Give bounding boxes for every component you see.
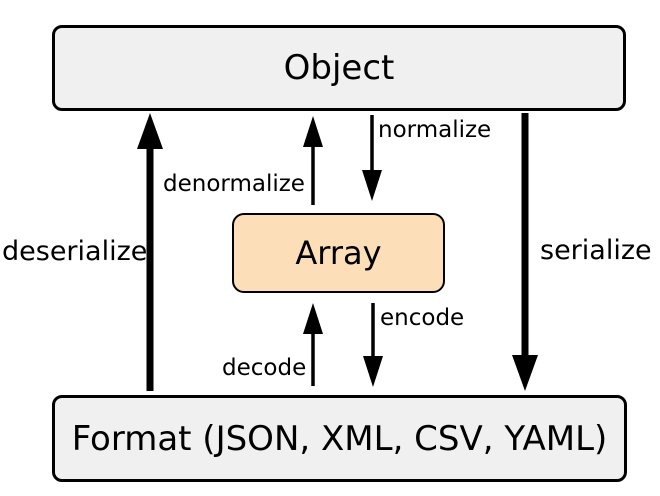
encode-edge-label: encode — [380, 305, 465, 331]
normalize-edge-label: normalize — [378, 117, 492, 143]
array-node-label: Array — [295, 234, 382, 272]
decode-edge-label: decode — [222, 355, 307, 381]
object-node-label: Object — [283, 48, 395, 88]
denormalize-edge-label: denormalize — [163, 171, 305, 197]
normalize-arrow — [362, 115, 382, 201]
deserialize-edge-label: deserialize — [2, 236, 148, 267]
object-node: Object — [52, 25, 626, 111]
array-node: Array — [232, 213, 445, 293]
denormalize-arrow — [303, 116, 323, 205]
format-node-label: Format (JSON, XML, CSV, YAML) — [71, 418, 608, 459]
serialize-arrow — [512, 113, 538, 391]
format-node: Format (JSON, XML, CSV, YAML) — [52, 395, 627, 482]
serialize-edge-label: serialize — [540, 235, 652, 266]
decode-arrow — [303, 303, 323, 386]
deserialize-arrow — [137, 113, 163, 391]
encode-arrow — [363, 303, 383, 387]
